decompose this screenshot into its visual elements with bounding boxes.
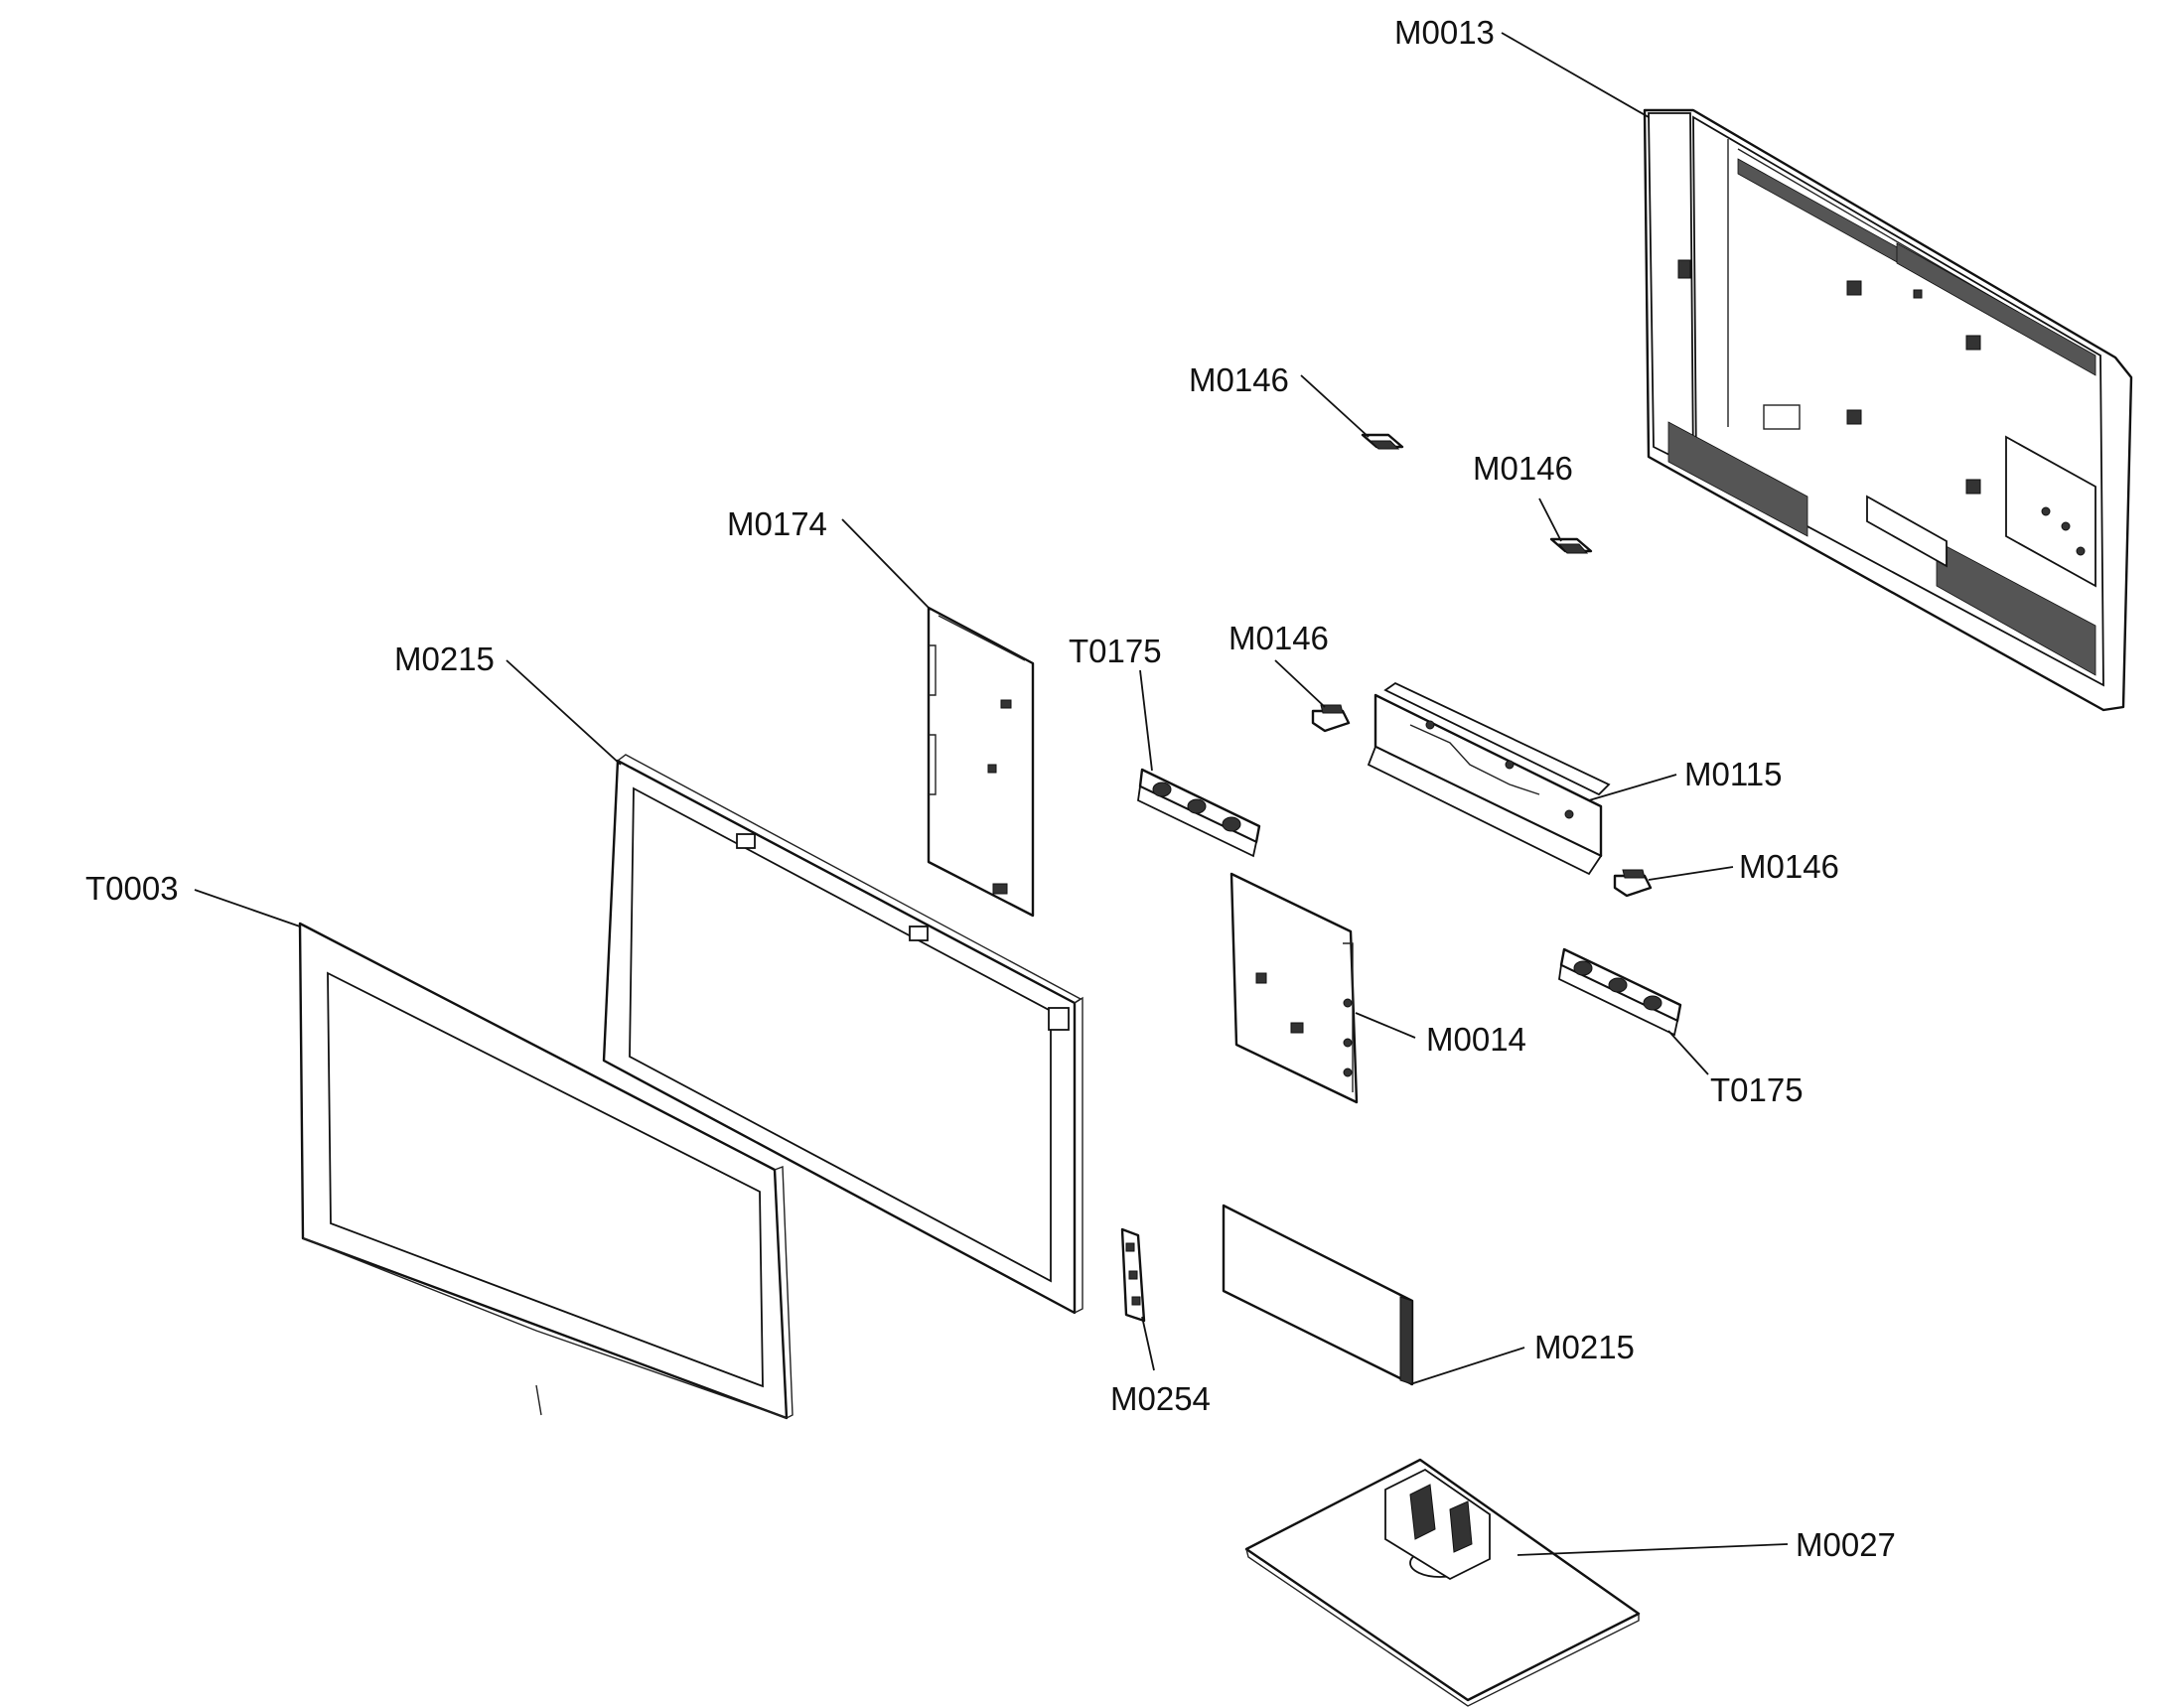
label-m0174: M0174 (727, 505, 827, 542)
main-board-m0014 (1229, 872, 1359, 1104)
power-board-m0174 (927, 606, 1035, 918)
label-m0146-a: M0146 (1189, 361, 1289, 398)
label-m0215-box: M0215 (1534, 1329, 1635, 1365)
label-m0146-b: M0146 (1473, 450, 1573, 487)
label-m0115: M0115 (1684, 756, 1782, 792)
clip-m0146-a (1361, 433, 1404, 450)
label-m0027: M0027 (1796, 1526, 1896, 1563)
label-t0175-upper: T0175 (1069, 633, 1162, 669)
clip-m0146-d (1613, 869, 1653, 898)
clip-m0146-b (1549, 537, 1593, 554)
small-board-m0254 (1120, 1227, 1146, 1323)
panel-frame-m0215 (602, 754, 1084, 1315)
bracket-m0115 (1367, 681, 1611, 876)
label-t0175-lower: T0175 (1710, 1071, 1804, 1108)
label-t0003: T0003 (85, 870, 179, 907)
speaker-t0175-lower (1558, 947, 1682, 1037)
callout-labels: M0013 M0146 M0146 M0174 M0215 T0175 M014… (85, 14, 1896, 1563)
stand-m0027 (1244, 1458, 1641, 1707)
label-m0146-d: M0146 (1739, 848, 1839, 885)
leader-lines (194, 32, 1789, 1556)
label-m0215-frame: M0215 (394, 640, 495, 677)
label-m0013: M0013 (1394, 14, 1495, 51)
label-m0146-c: M0146 (1228, 620, 1329, 656)
rear-cabinet-m0013 (1643, 108, 2133, 712)
panel-box-m0215 (1222, 1204, 1414, 1386)
clip-m0146-c (1311, 704, 1351, 733)
speaker-t0175-upper (1137, 768, 1261, 858)
label-m0254: M0254 (1110, 1380, 1211, 1417)
label-m0014: M0014 (1426, 1021, 1526, 1058)
front-bezel-t0003 (298, 922, 794, 1420)
